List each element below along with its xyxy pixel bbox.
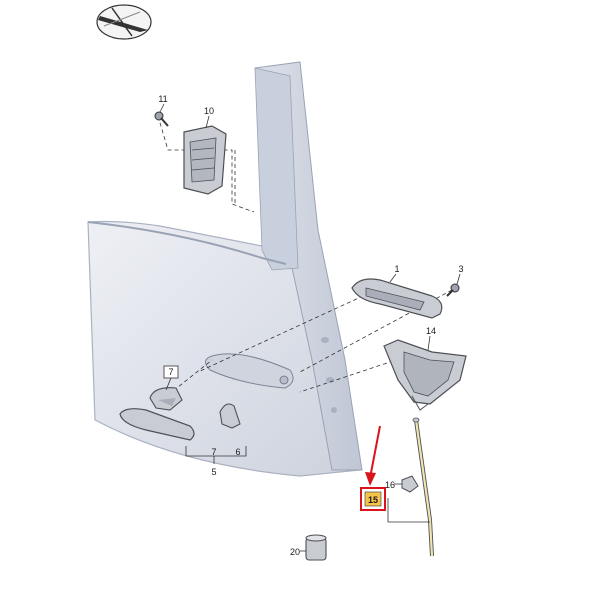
- leader-lines: [159, 103, 461, 552]
- label-15: 15: [368, 495, 378, 505]
- label-5: 5: [211, 467, 216, 477]
- label-20: 20: [290, 547, 300, 557]
- label-3: 3: [458, 264, 463, 274]
- label-1: 1: [394, 264, 399, 274]
- label-16: 16: [385, 480, 395, 490]
- label-7-bottom: 7: [211, 447, 216, 457]
- part-7-handle: [119, 387, 195, 441]
- label-6: 6: [235, 447, 240, 457]
- door-panel: [87, 61, 363, 477]
- part-11-screw: [154, 111, 169, 127]
- direction-icon: [96, 4, 152, 40]
- highlight-box: [360, 487, 386, 511]
- part-20-cap: [305, 534, 327, 561]
- part-1-handle: [351, 278, 443, 319]
- highlight-fill: [364, 491, 382, 507]
- highlight-arrow-icon: [365, 425, 381, 486]
- part-16-clip: [401, 475, 419, 493]
- part-labels: 11 10 1 3 14 7 7 6 5 16 20 15: [158, 94, 463, 557]
- part-3-screw: [446, 283, 460, 297]
- part-14-carrier: [383, 339, 467, 411]
- label-10: 10: [204, 106, 214, 116]
- part-15-rod: [412, 417, 434, 557]
- label-11: 11: [158, 94, 167, 104]
- part-6-lever: [219, 403, 241, 429]
- label-7-top: 7: [168, 367, 173, 377]
- box-7-top: [163, 365, 179, 379]
- part-10-bracket: [183, 125, 227, 195]
- label-14: 14: [426, 326, 436, 336]
